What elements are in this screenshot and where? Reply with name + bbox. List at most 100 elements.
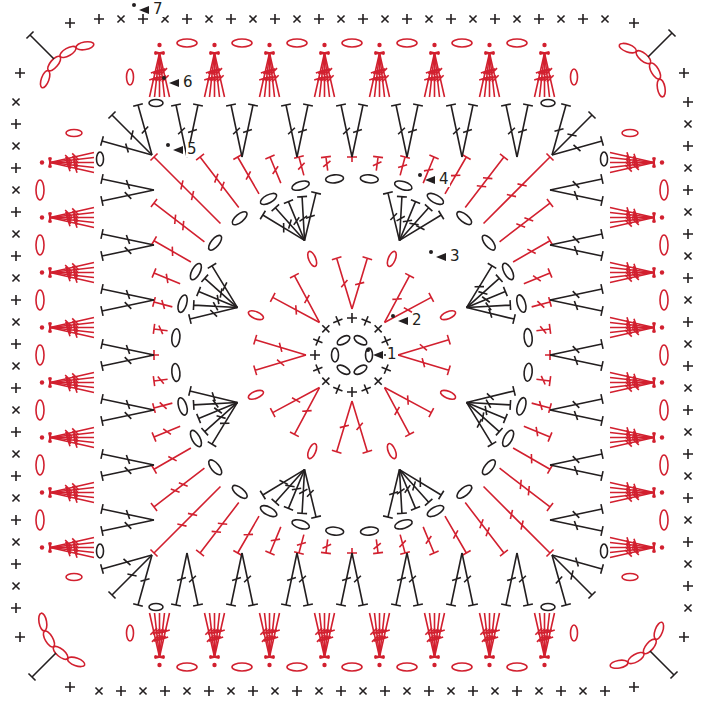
chain-stitch bbox=[259, 503, 279, 519]
single-crochet bbox=[378, 12, 392, 26]
tall-stitch bbox=[151, 199, 204, 242]
tall-stitch bbox=[540, 52, 555, 97]
tall-stitch bbox=[550, 245, 603, 261]
single-crochet bbox=[311, 334, 324, 347]
single-crochet bbox=[11, 559, 21, 569]
single-crochet bbox=[681, 161, 695, 175]
tall-stitch bbox=[49, 373, 94, 388]
single-crochet bbox=[11, 295, 21, 305]
tall-stitch bbox=[272, 204, 305, 240]
chain-stitch bbox=[397, 663, 417, 671]
chain-stitch bbox=[149, 100, 163, 107]
tall-stitch bbox=[210, 52, 225, 97]
chain-stitch bbox=[38, 69, 51, 89]
tall-stitch bbox=[205, 613, 220, 658]
single-crochet bbox=[556, 686, 566, 696]
chain-stitch bbox=[36, 510, 44, 530]
single-crochet bbox=[319, 322, 333, 336]
tall-stitch bbox=[242, 553, 258, 606]
tall-stitch bbox=[101, 136, 152, 155]
single-crochet bbox=[11, 471, 21, 481]
tall-stitch bbox=[153, 376, 167, 386]
chain-stitch bbox=[206, 233, 224, 252]
tall-stitch bbox=[399, 204, 432, 240]
join-dot bbox=[660, 380, 664, 384]
start-dot bbox=[418, 173, 422, 177]
tall-stitch bbox=[101, 504, 154, 520]
tall-stitch bbox=[208, 263, 238, 307]
single-crochet bbox=[468, 686, 478, 696]
tall-stitch bbox=[383, 470, 399, 519]
chain-stitch bbox=[366, 348, 373, 362]
tall-stitch bbox=[101, 190, 154, 206]
join-dot bbox=[322, 663, 326, 667]
round-arrow bbox=[425, 176, 435, 184]
tall-stitch bbox=[151, 468, 204, 511]
tall-stitch bbox=[550, 394, 603, 410]
join-dot bbox=[660, 490, 664, 494]
round-arrow bbox=[398, 317, 408, 325]
tall-stitch bbox=[49, 208, 94, 223]
chain-stitch bbox=[336, 363, 352, 376]
tall-stitch bbox=[610, 158, 655, 173]
chain-stitch bbox=[541, 100, 555, 107]
join-dot bbox=[40, 490, 44, 494]
tall-stitch bbox=[552, 555, 603, 574]
chain-stitch bbox=[247, 309, 264, 322]
single-crochet bbox=[204, 686, 214, 696]
single-crochet bbox=[11, 251, 21, 261]
tall-stitch bbox=[524, 426, 552, 441]
tall-stitch bbox=[187, 553, 203, 606]
tall-stitch bbox=[524, 268, 552, 283]
chain-stitch bbox=[386, 250, 399, 267]
single-crochet bbox=[679, 68, 689, 78]
tall-stitch bbox=[383, 192, 399, 241]
single-crochet bbox=[138, 14, 148, 24]
tall-stitch bbox=[385, 293, 434, 322]
single-crochet bbox=[681, 469, 695, 483]
single-crochet bbox=[9, 139, 23, 153]
tall-stitch bbox=[550, 449, 603, 465]
single-crochet bbox=[380, 686, 390, 696]
tall-stitch bbox=[352, 553, 368, 606]
join-dot bbox=[660, 545, 664, 549]
single-crochet bbox=[681, 513, 695, 527]
chain-stitch bbox=[500, 262, 516, 282]
tall-stitch bbox=[500, 199, 553, 242]
join-dot bbox=[322, 43, 326, 47]
single-crochet bbox=[268, 684, 282, 698]
chain-stitch bbox=[306, 250, 319, 267]
chain-stitch bbox=[127, 69, 134, 85]
join-dot bbox=[212, 43, 216, 47]
tall-stitch bbox=[532, 297, 552, 308]
tall-stitch bbox=[480, 613, 495, 658]
tall-stitch bbox=[352, 257, 372, 309]
single-crochet bbox=[312, 684, 326, 698]
join-dot bbox=[660, 325, 664, 329]
single-crochet bbox=[114, 12, 128, 26]
tall-stitch bbox=[398, 355, 450, 375]
single-crochet bbox=[578, 14, 588, 24]
tall-stitch bbox=[152, 236, 191, 262]
single-crochet bbox=[424, 686, 434, 696]
chain-stitch bbox=[247, 389, 264, 402]
single-crochet bbox=[683, 581, 693, 591]
single-crochet bbox=[248, 686, 258, 696]
tall-stitch bbox=[101, 410, 154, 426]
single-crochet bbox=[11, 427, 21, 437]
chain-stitch bbox=[332, 348, 339, 362]
single-crochet bbox=[380, 334, 393, 347]
tall-stitch bbox=[101, 284, 154, 300]
chain-stitch bbox=[287, 39, 307, 47]
chain-stitch bbox=[259, 191, 279, 207]
chain-stitch bbox=[660, 400, 668, 420]
tall-stitch bbox=[550, 504, 603, 520]
chain-stitch bbox=[171, 328, 181, 347]
tall-stitch bbox=[49, 263, 94, 278]
chain-stitch bbox=[571, 69, 578, 85]
chain-stitch bbox=[601, 152, 608, 166]
round-number: 2 bbox=[411, 313, 423, 328]
tall-stitch bbox=[465, 154, 508, 207]
